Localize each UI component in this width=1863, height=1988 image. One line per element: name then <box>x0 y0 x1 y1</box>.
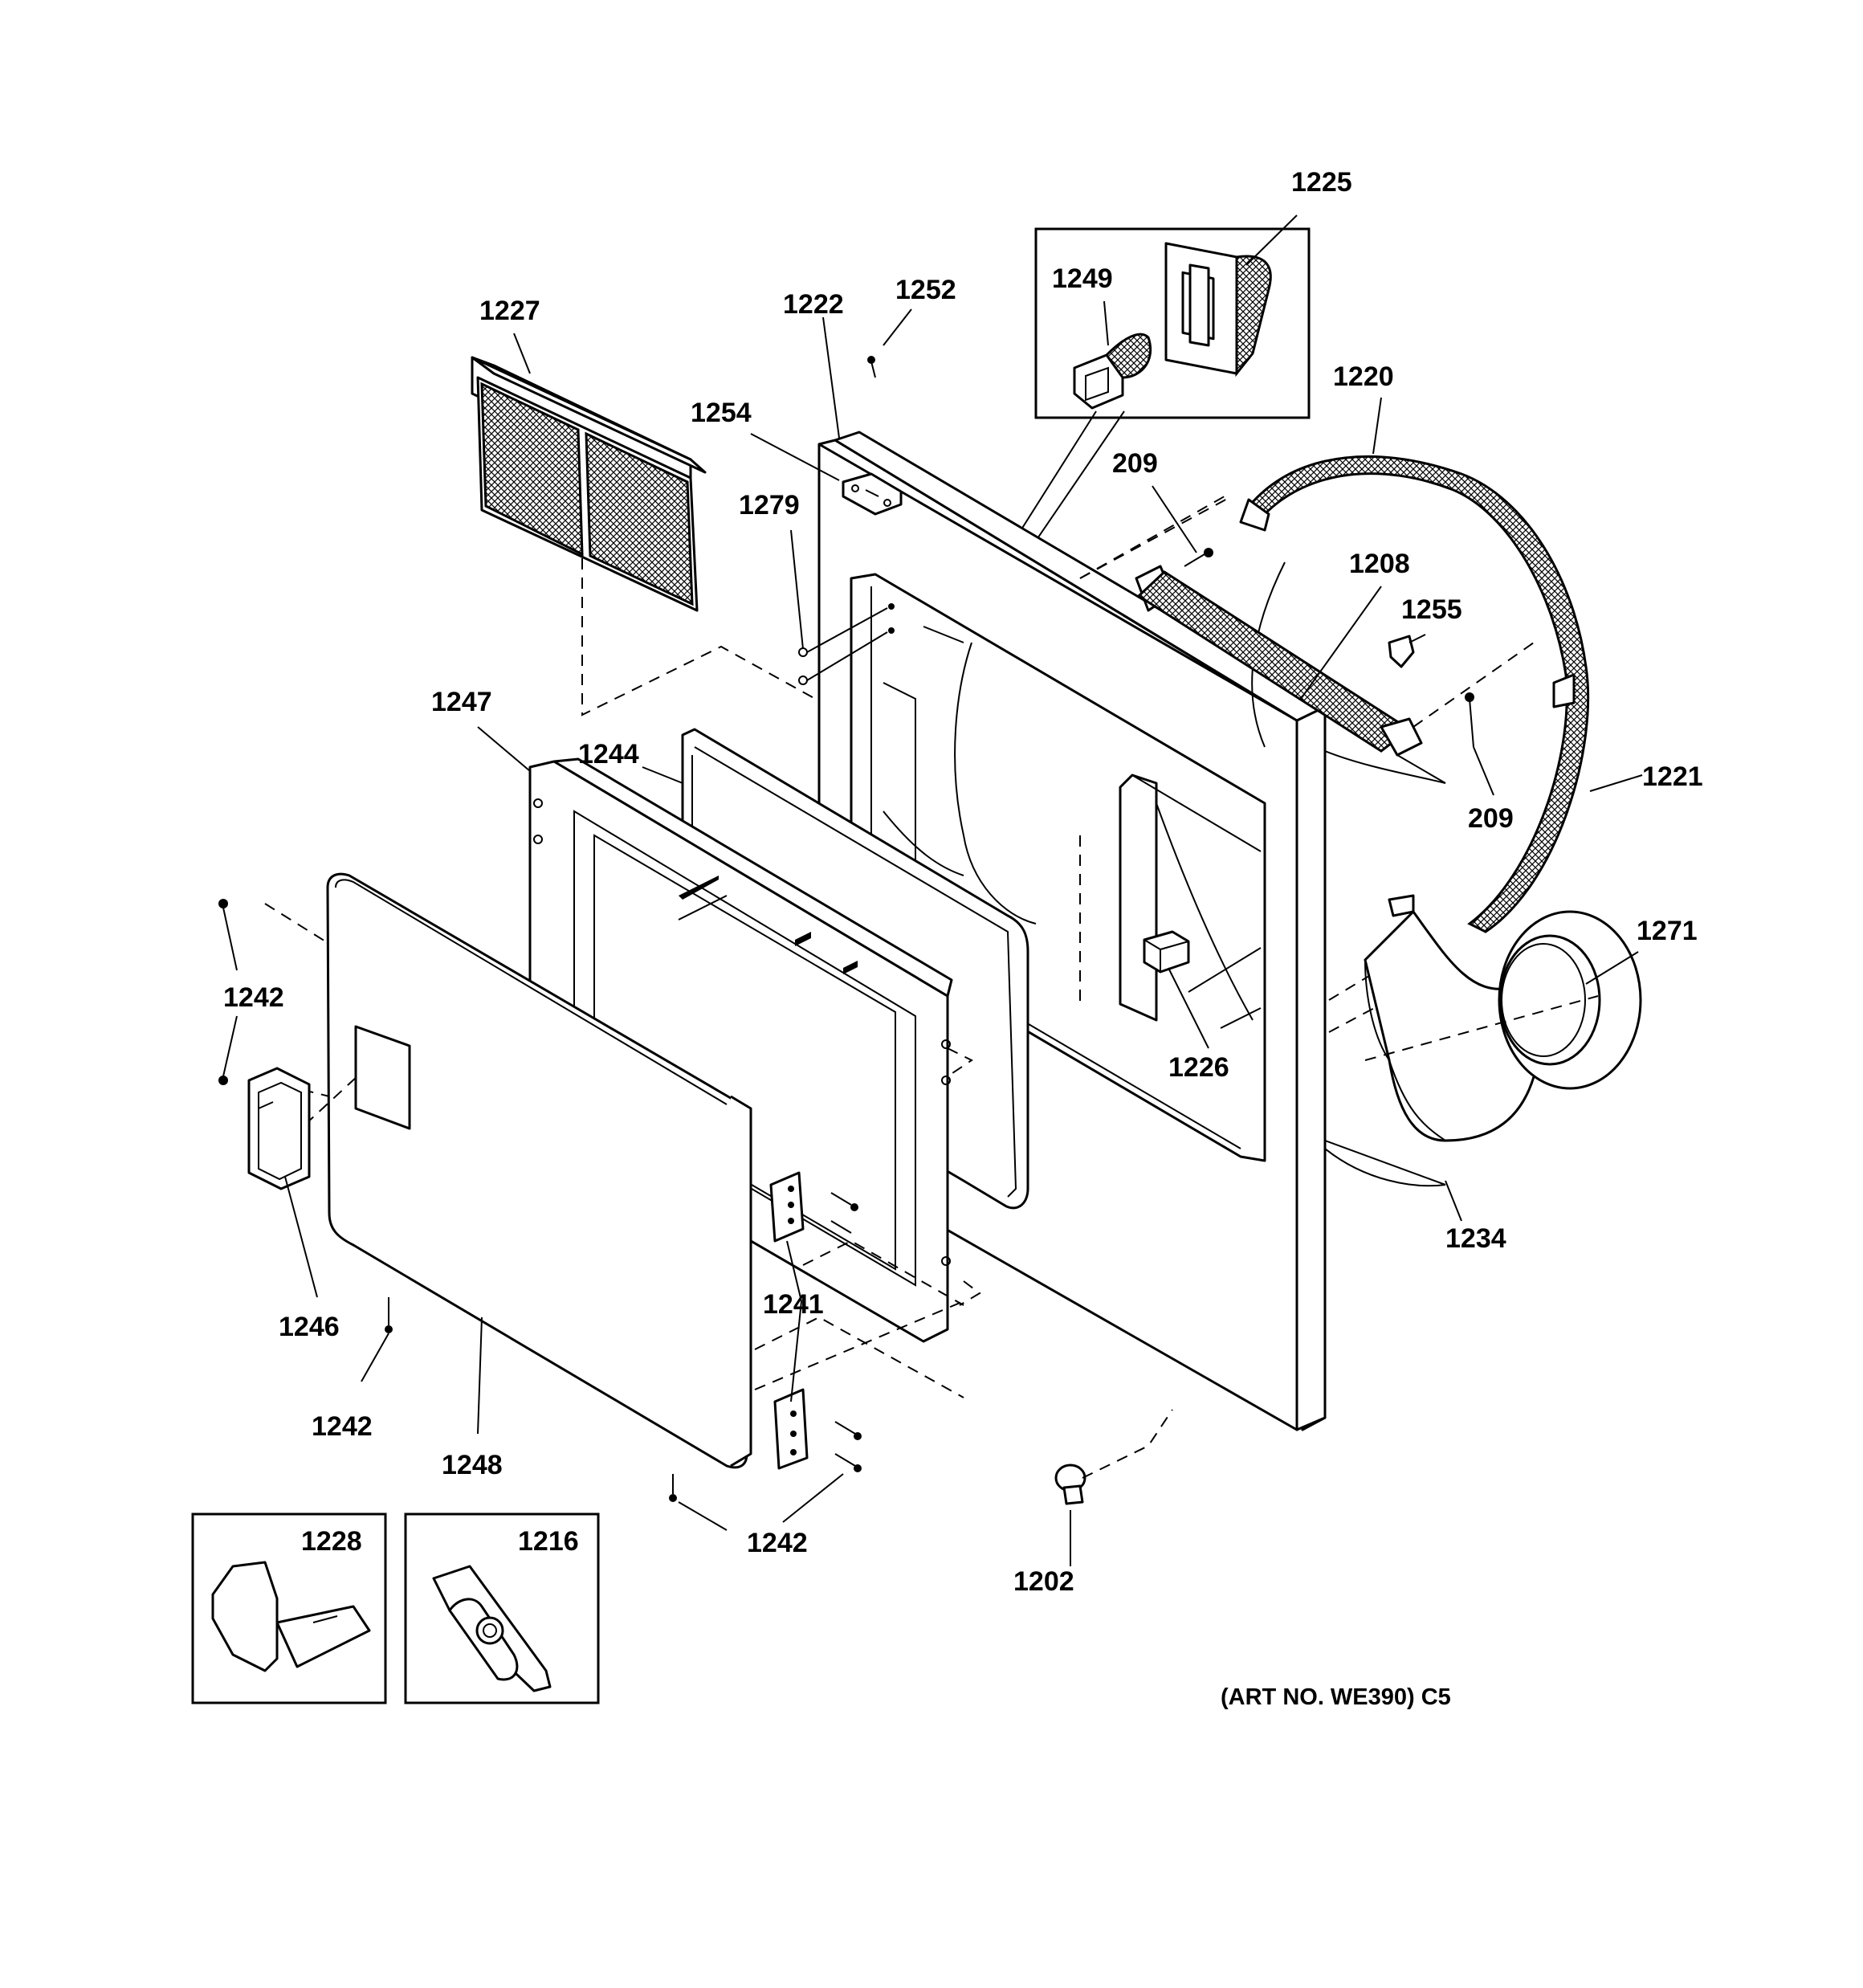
label-1246: 1246 <box>279 1312 340 1342</box>
label-1222: 1222 <box>783 289 844 320</box>
leader-lines <box>222 214 1643 1566</box>
label-209-top: 209 <box>1112 448 1158 479</box>
screws-209-part <box>1184 548 1474 748</box>
label-1254: 1254 <box>691 398 752 428</box>
front-panel-1222-part <box>798 431 1390 1431</box>
label-1242-bottom: 1242 <box>747 1528 808 1558</box>
switch-1226-part <box>1143 930 1190 974</box>
door-switch-1225-part <box>1164 242 1272 378</box>
screw-1252-part <box>867 356 876 378</box>
handle-1246-part <box>247 1067 311 1190</box>
label-1242-left: 1242 <box>223 982 284 1013</box>
art-number: (ART NO. WE390) C5 <box>1221 1684 1451 1710</box>
label-1271: 1271 <box>1637 916 1698 946</box>
label-1241: 1241 <box>763 1289 824 1320</box>
label-1255: 1255 <box>1401 594 1462 625</box>
screws-1242-part <box>218 899 677 1502</box>
plug-1249-part <box>1073 333 1152 410</box>
ring-1271-part <box>1364 910 1642 1090</box>
label-1225: 1225 <box>1291 167 1352 198</box>
hinges-1241-part <box>754 1171 964 1472</box>
drum-seal-1220-part <box>1239 455 1590 933</box>
foot-1202-part <box>1054 1409 1173 1505</box>
inset-box-1228 <box>191 1512 387 1704</box>
label-1202: 1202 <box>1013 1566 1074 1597</box>
label-1242-middle: 1242 <box>312 1411 373 1442</box>
inset-box-1216 <box>404 1512 600 1704</box>
label-1228: 1228 <box>301 1526 362 1557</box>
filter-grille-1227-part <box>471 356 1077 844</box>
label-1216: 1216 <box>518 1526 579 1557</box>
label-1220: 1220 <box>1333 361 1394 392</box>
label-1227: 1227 <box>479 296 540 326</box>
label-1244: 1244 <box>578 739 639 769</box>
label-1249: 1249 <box>1052 263 1113 294</box>
clip-1255-part <box>1388 635 1415 668</box>
label-1208: 1208 <box>1349 549 1410 579</box>
inner-door-1247-part <box>528 757 981 1343</box>
label-209-bottom: 209 <box>1468 803 1514 834</box>
label-1234: 1234 <box>1445 1223 1506 1254</box>
label-1221: 1221 <box>1642 761 1703 792</box>
inset-box-top <box>891 227 1311 736</box>
outer-door-1248-part <box>264 872 752 1469</box>
label-1252: 1252 <box>895 275 956 305</box>
label-1279: 1279 <box>739 490 800 520</box>
label-1248: 1248 <box>442 1450 503 1480</box>
lint-duct-1208-part <box>1079 497 1535 784</box>
label-1226: 1226 <box>1168 1052 1229 1083</box>
callout-labels: 1225 1249 1252 1222 1227 1220 1254 209 1… <box>223 167 1703 1710</box>
label-1247: 1247 <box>431 687 492 717</box>
